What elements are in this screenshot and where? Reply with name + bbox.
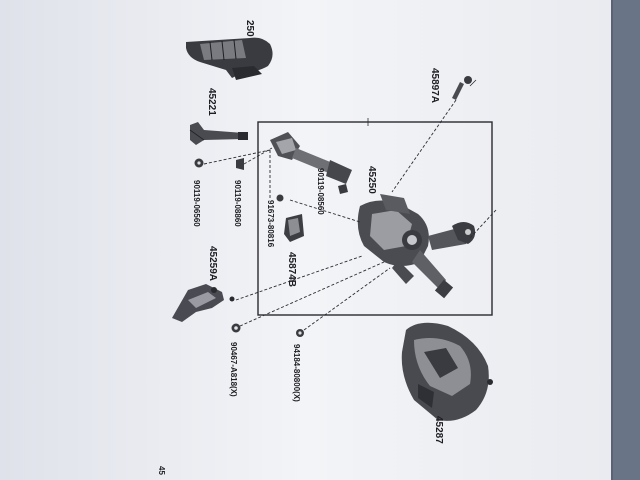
inner-nut <box>276 194 284 202</box>
bracket-part <box>172 284 235 322</box>
washer-part <box>231 323 241 333</box>
callout-cover-small: 45874B <box>286 252 297 287</box>
callout-bracket: 45259A <box>207 246 218 281</box>
callout-boot: 250 <box>244 20 255 37</box>
steering-column-part <box>270 132 476 299</box>
column-cover-part <box>401 322 493 421</box>
callout-nut-left: 90119-06560 <box>192 180 201 227</box>
callout-bolt-left: 90119-08860 <box>233 180 242 227</box>
callout-box-inner-bolt: 90119-08560 <box>316 168 325 215</box>
fastener-nut-left <box>194 158 204 168</box>
boot-part <box>186 37 273 80</box>
assembly-frame <box>257 121 493 316</box>
callout-washer: 90467-A818(X) <box>229 342 238 397</box>
inner-bolt <box>338 184 348 194</box>
screw-part <box>296 329 304 337</box>
callout-shaft-joint: 45221 <box>206 88 217 116</box>
callout-box-inner-nut: 91673-80816 <box>266 200 275 248</box>
leader-lines <box>203 99 497 331</box>
paper-sheet <box>0 0 612 480</box>
solid-leaders <box>367 79 477 126</box>
page-fragment: 45 <box>157 466 166 475</box>
callout-column-cover: 45287 <box>433 416 444 444</box>
callout-link-rod: 45897A <box>429 68 440 103</box>
link-rod-part <box>452 76 472 100</box>
fastener-bolt-left <box>236 158 244 170</box>
callout-screw: 94184-80800(X) <box>292 344 301 402</box>
small-cover-part <box>284 214 304 242</box>
callout-column: 45250 <box>366 166 377 194</box>
shaft-joint-part <box>189 122 248 145</box>
